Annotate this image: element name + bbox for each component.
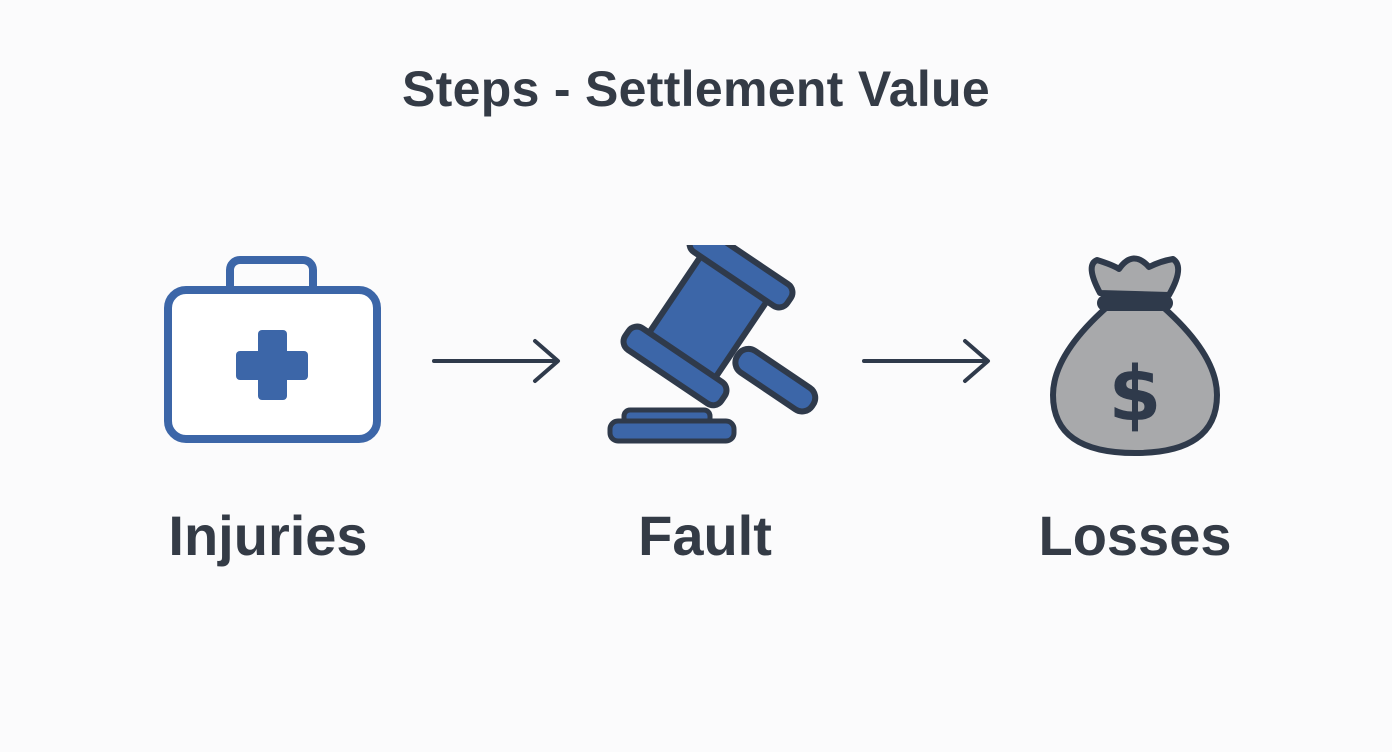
money-bag-icon: $ — [1050, 255, 1220, 456]
step-label-losses: Losses — [1038, 504, 1232, 567]
diagram-title: Steps - Settlement Value — [402, 61, 990, 117]
arrow-right-icon — [862, 339, 990, 383]
step-label-fault: Fault — [638, 504, 772, 567]
step-label-injuries: Injuries — [168, 504, 368, 567]
first-aid-kit-icon — [164, 256, 381, 443]
arrow-right-icon — [432, 339, 560, 383]
gavel-icon — [607, 245, 819, 444]
dollar-sign-icon: $ — [1109, 349, 1162, 438]
